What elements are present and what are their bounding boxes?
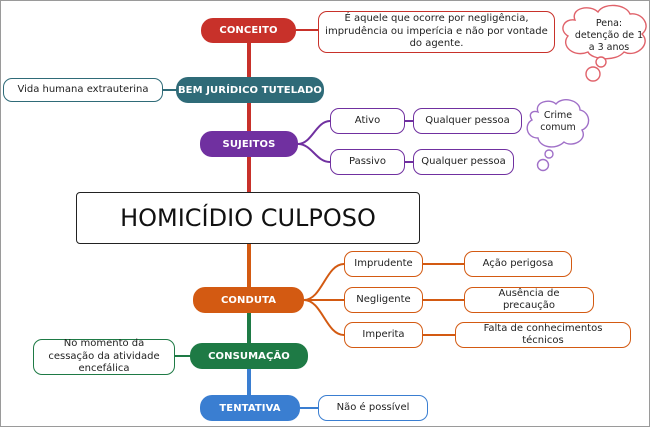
branch-conduta-label: CONDUTA — [220, 294, 277, 306]
link-imprudente — [303, 263, 345, 301]
central-topic-title: HOMICÍDIO CULPOSO — [120, 204, 376, 232]
branch-conduta[interactable]: CONDUTA — [193, 287, 304, 313]
sujeito-ativo-text: Ativo — [354, 114, 381, 126]
conduta-imprudente-value: Ação perigosa — [464, 251, 572, 277]
cloud-pena — [562, 4, 647, 82]
sujeito-passivo-text: Passivo — [349, 155, 386, 167]
branch-tentativa[interactable]: TENTATIVA — [200, 395, 300, 421]
pena-text: Pena: detenção de 1 a 3 anos — [574, 18, 644, 53]
branch-sujeitos-label: SUJEITOS — [222, 138, 276, 150]
conduta-imprudente-text: Imprudente — [354, 257, 413, 269]
conduta-imprudente: Imprudente — [344, 251, 423, 277]
link-imperita — [303, 299, 345, 336]
conduta-negligente-value: Ausência de precaução — [464, 287, 594, 313]
consumacao-value-text: No momento da cessação da atividade ence… — [48, 338, 160, 375]
branch-conceito[interactable]: CONCEITO — [201, 18, 296, 43]
sujeito-ativo-value-text: Qualquer pessoa — [425, 114, 510, 126]
bem-value-text: Vida humana extrauterina — [17, 83, 149, 95]
conduta-imprudente-value-text: Ação perigosa — [482, 257, 554, 269]
conduta-imperita: Imperita — [344, 322, 423, 348]
central-topic: HOMICÍDIO CULPOSO — [76, 192, 420, 244]
conduta-imperita-value-text: Falta de conhecimentos técnicos — [483, 322, 603, 347]
link-passivo — [297, 143, 331, 163]
consumacao-value: No momento da cessação da atividade ence… — [33, 338, 175, 375]
sujeito-passivo-value-text: Qualquer pessoa — [421, 155, 506, 167]
conduta-negligente-value-text: Ausência de precaução — [498, 287, 560, 312]
branch-conceito-label: CONCEITO — [219, 25, 278, 36]
sujeito-ativo-value: Qualquer pessoa — [413, 108, 522, 134]
tentativa-value: Não é possível — [318, 395, 428, 421]
cloud-crime-comum — [526, 99, 590, 172]
branch-bem-label: BEM JURÍDICO TUTELADO — [177, 84, 323, 96]
conduta-negligente: Negligente — [344, 287, 423, 313]
sujeito-ativo: Ativo — [330, 108, 405, 134]
conceito-definition-text: É aquele que ocorre por negligência, imp… — [325, 13, 548, 50]
link-ativo — [297, 120, 331, 145]
conceito-definition: É aquele que ocorre por negligência, imp… — [318, 11, 555, 53]
conduta-imperita-text: Imperita — [362, 328, 405, 340]
sujeito-passivo: Passivo — [330, 149, 405, 175]
bem-value: Vida humana extrauterina — [3, 78, 163, 102]
sujeito-passivo-value: Qualquer pessoa — [413, 149, 514, 175]
branch-sujeitos[interactable]: SUJEITOS — [200, 131, 298, 157]
conduta-negligente-text: Negligente — [356, 293, 411, 305]
crime-comum-text: Crime comum — [540, 110, 576, 133]
branch-bem-juridico[interactable]: BEM JURÍDICO TUTELADO — [176, 77, 324, 103]
branch-consumacao-label: CONSUMAÇÃO — [208, 350, 290, 362]
tentativa-value-text: Não é possível — [336, 401, 410, 413]
branch-consumacao[interactable]: CONSUMAÇÃO — [190, 343, 308, 369]
branch-tentativa-label: TENTATIVA — [219, 402, 281, 414]
conduta-imperita-value: Falta de conhecimentos técnicos — [455, 322, 631, 348]
